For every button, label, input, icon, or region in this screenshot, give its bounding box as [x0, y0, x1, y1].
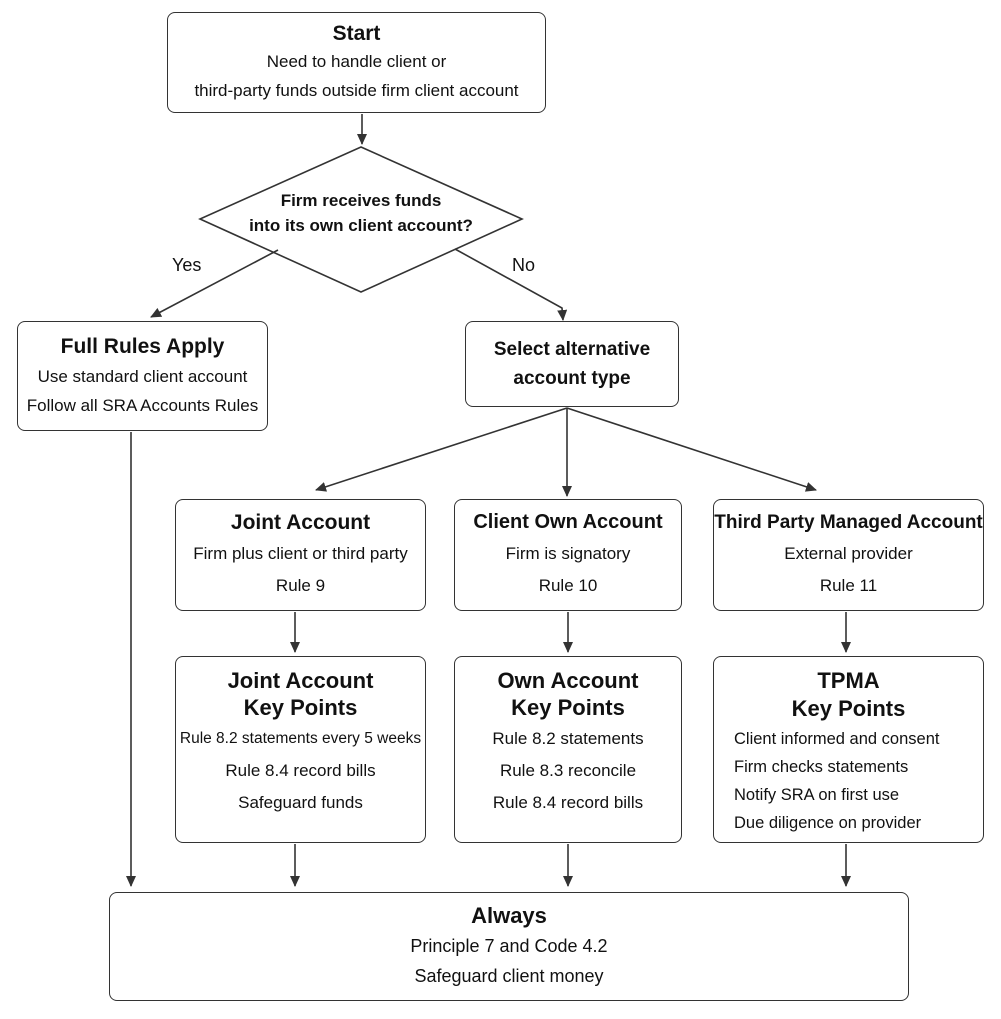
always-line-2: Safeguard client money: [414, 966, 604, 986]
tpma-kp-line-3: Notify SRA on first use: [734, 786, 900, 804]
joint-line-2: Rule 9: [275, 575, 326, 595]
tpma-line-1: External provider: [784, 543, 913, 563]
start-line-2: third-party funds outside firm client ac…: [194, 81, 519, 100]
joint-keypoints-node: Joint Account Key Points Rule 8.2 statem…: [175, 656, 426, 843]
joint-account-node: Joint Account Firm plus client or third …: [175, 499, 426, 611]
select-alt-node: Select alternative account type: [465, 321, 679, 407]
tpma-kp-line-2: Firm checks statements: [734, 758, 909, 776]
select-alt-line-1: Select alternative: [493, 339, 651, 360]
tpma-line-2: Rule 11: [819, 575, 878, 595]
full-rules-node: Full Rules Apply Use standard client acc…: [17, 321, 268, 431]
arrow-select-to-tpma: [566, 407, 817, 492]
always-node: Always Principle 7 and Code 4.2 Safeguar…: [109, 892, 909, 1001]
full-rules-line-1: Use standard client account: [37, 366, 248, 386]
arrow-select-to-joint: [315, 407, 568, 492]
own-kp-line-2: Rule 8.3 reconcile: [499, 761, 637, 780]
own-kp-line-1: Rule 8.2 statements: [492, 729, 644, 748]
joint-kp-line-1: Rule 8.2 statements every 5 weeks: [179, 730, 422, 747]
joint-kp-title-2: Key Points: [243, 695, 358, 720]
always-line-1: Principle 7 and Code 4.2: [410, 936, 608, 956]
full-rules-title: Full Rules Apply: [60, 334, 225, 358]
tpma-keypoints-node: TPMA Key Points Client informed and cons…: [713, 656, 984, 843]
arrow-no: [454, 248, 568, 321]
own-kp-line-3: Rule 8.4 record bills: [492, 793, 644, 812]
joint-kp-line-3: Safeguard funds: [238, 793, 363, 812]
joint-kp-title-1: Joint Account: [227, 668, 374, 693]
start-line-1: Need to handle client or: [266, 52, 447, 71]
decision-text: Firm receives funds into its own client …: [200, 188, 522, 238]
start-node: Start Need to handle client or third-par…: [167, 12, 546, 113]
own-kp-title-2: Key Points: [511, 695, 625, 720]
joint-title: Joint Account: [230, 510, 371, 534]
always-title: Always: [471, 903, 547, 928]
tpma-title: Third Party Managed Account: [714, 511, 983, 533]
full-rules-line-2: Follow all SRA Accounts Rules: [26, 395, 259, 415]
joint-kp-line-2: Rule 8.4 record bills: [225, 761, 376, 780]
yes-label: Yes: [172, 255, 202, 275]
tpma-kp-list: Client informed and consent Firm checks …: [714, 725, 939, 837]
decision-line-2: into its own client account?: [249, 216, 473, 235]
client-own-node: Client Own Account Firm is signatory Rul…: [454, 499, 682, 611]
own-kp-title-1: Own Account: [497, 668, 639, 693]
decision-diamond: [198, 146, 524, 293]
select-alt-line-2: account type: [513, 368, 631, 389]
tpma-kp-line-1: Client informed and consent: [734, 730, 940, 748]
tpma-node: Third Party Managed Account External pro…: [713, 499, 984, 611]
client-own-title: Client Own Account: [473, 510, 663, 533]
start-title: Start: [332, 22, 381, 45]
joint-line-1: Firm plus client or third party: [193, 543, 408, 563]
client-own-line-1: Firm is signatory: [505, 543, 631, 563]
no-label: No: [512, 255, 536, 275]
tpma-kp-line-4: Due diligence on provider: [734, 814, 922, 832]
arrow-yes: [150, 249, 279, 318]
tpma-kp-title-2: Key Points: [791, 696, 906, 721]
tpma-kp-title-1: TPMA: [817, 668, 880, 693]
decision-line-1: Firm receives funds: [280, 191, 442, 210]
own-keypoints-node: Own Account Key Points Rule 8.2 statemen…: [454, 656, 682, 843]
client-own-line-2: Rule 10: [538, 575, 598, 595]
